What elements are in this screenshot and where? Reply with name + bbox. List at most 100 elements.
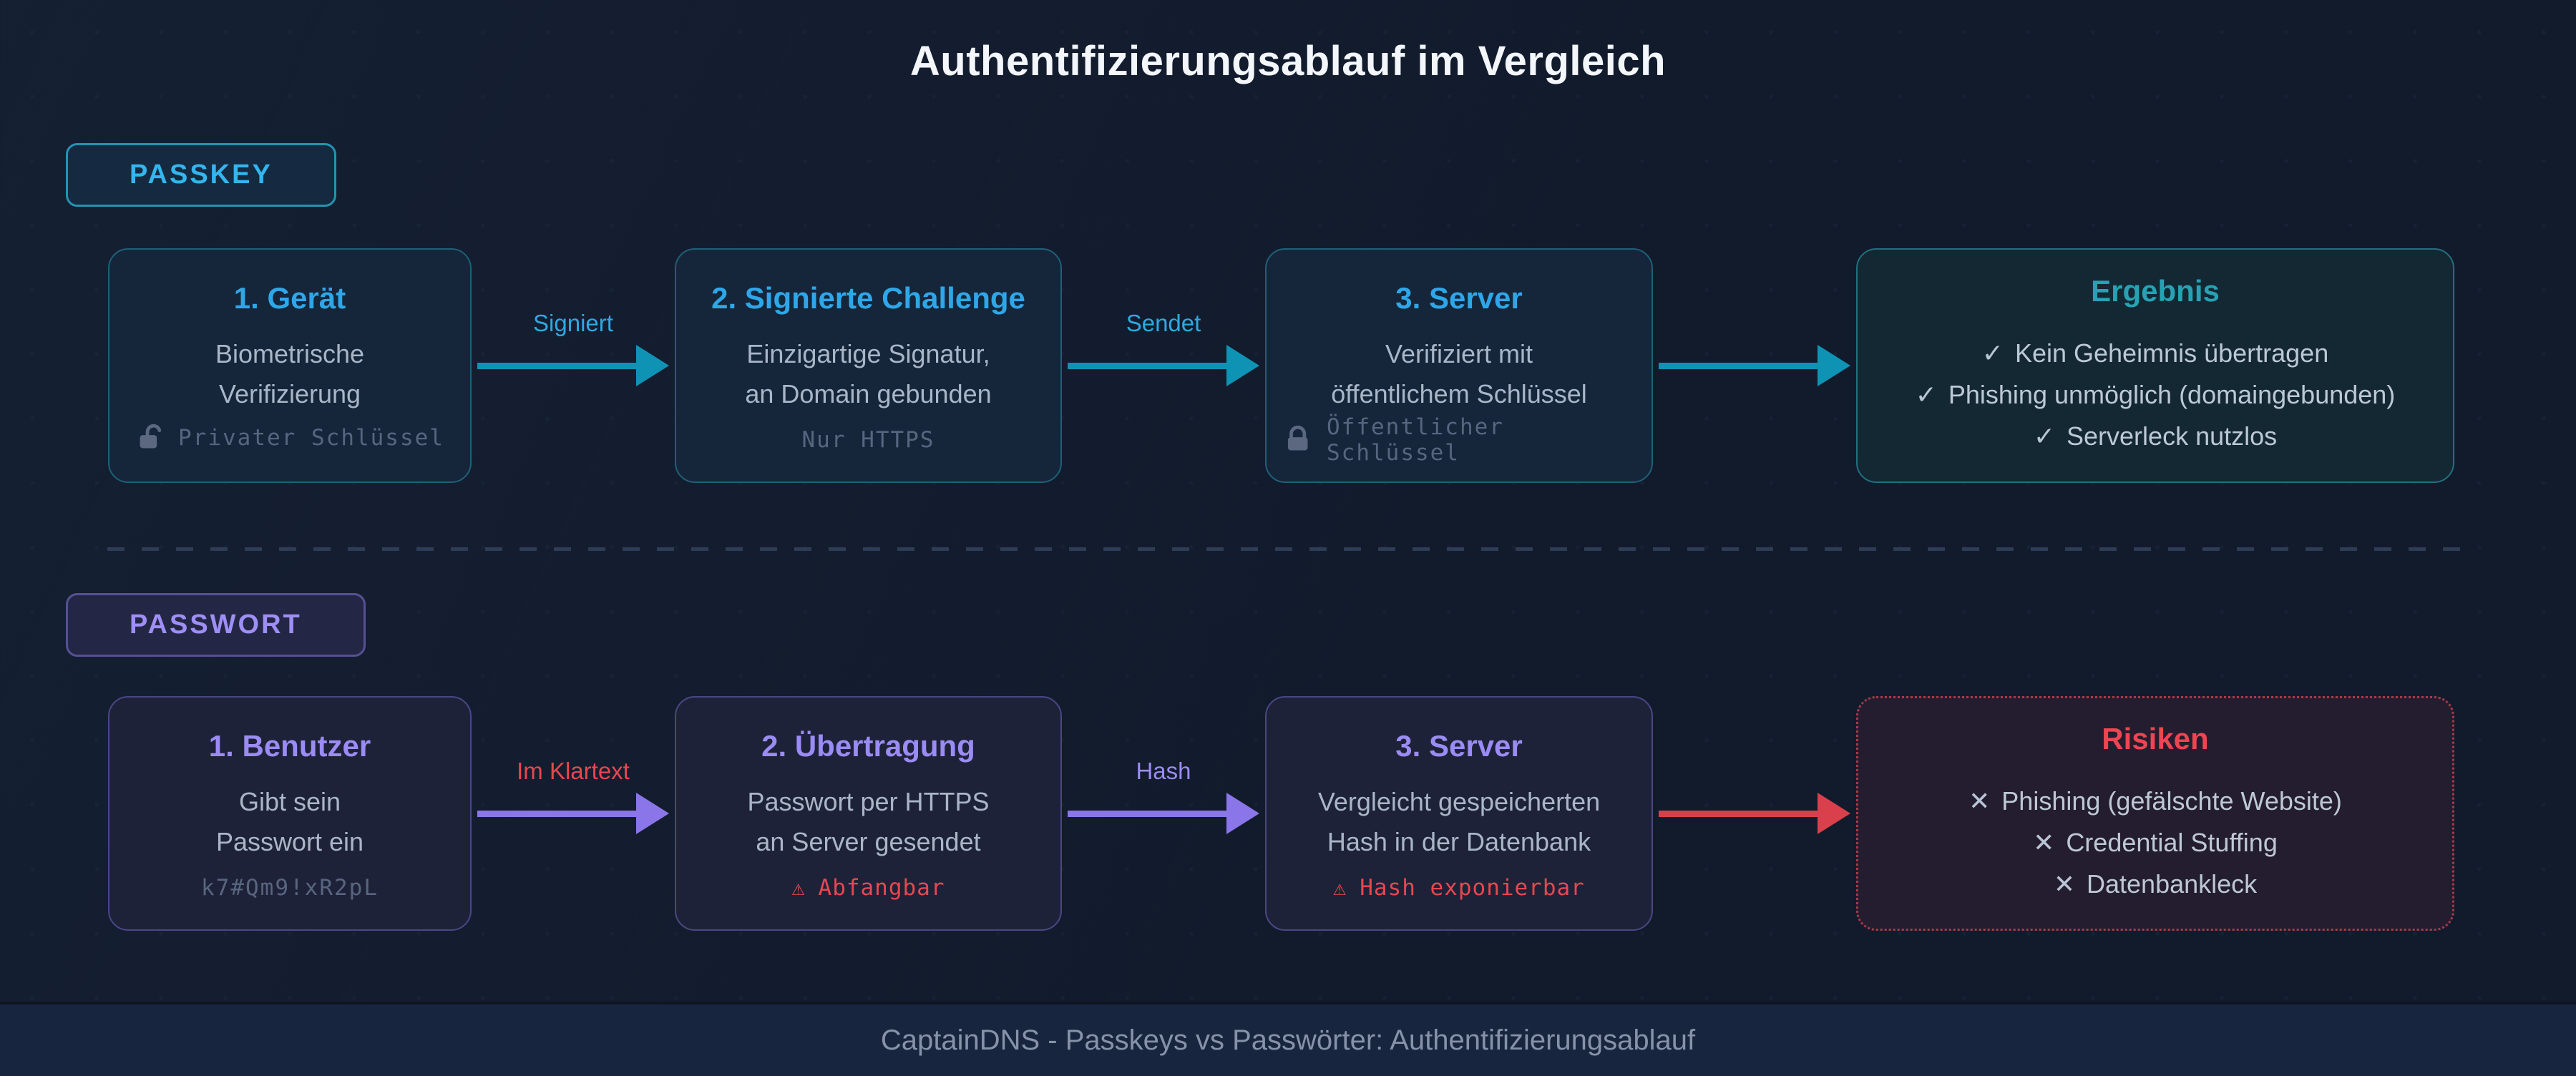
passkey-flow-row: 1. Gerät Biometrische Verifizierung Priv… (108, 248, 2454, 483)
step-note-text: Hash exponierbar (1360, 875, 1585, 901)
step-description-line: Passwort per HTTPS (747, 787, 990, 816)
step-title: 2. Signierte Challenge (711, 281, 1025, 315)
arrow-head (1226, 793, 1259, 834)
step-description-line: öffentlichem Schlüssel (1331, 378, 1587, 409)
flow-connector: Sendet (1062, 248, 1265, 483)
check-icon: ✓ (1915, 379, 1937, 409)
flow-connector: Signiert (472, 248, 675, 483)
result-item-text: Datenbankleck (2087, 869, 2258, 899)
cross-icon: ✕ (2053, 869, 2075, 899)
step-description-line: an Domain gebunden (745, 378, 992, 409)
arrow-right-icon (477, 345, 669, 386)
passkey-section-badge: PASSKEY (66, 143, 336, 207)
footer-bar: CaptainDNS - Passkeys vs Passwörter: Aut… (0, 1002, 2576, 1076)
result-title: Risiken (2102, 721, 2209, 755)
result-item-text: Phishing unmöglich (domaingebunden) (1948, 379, 2396, 409)
arrow-head (1818, 345, 1850, 386)
step-note: Öffentlicher Schlüssel (1284, 414, 1634, 466)
flow-connector: Im Klartext (472, 696, 675, 931)
step-description: Vergleicht gespeicherten Hash in der Dat… (1318, 782, 1600, 875)
step-note-text: Nur HTTPS (801, 427, 935, 453)
result-item: ✕ Phishing (gefälschte Website) (1968, 781, 2342, 822)
step-description-line: Gibt sein (238, 787, 341, 816)
arrow-line (1068, 810, 1226, 817)
footer-caption: CaptainDNS - Passkeys vs Passwörter: Aut… (880, 1024, 1696, 1056)
section-divider (107, 547, 2469, 551)
arrow-line (1659, 362, 1818, 369)
password-step-server-box: 3. Server Vergleicht gespeicherten Hash … (1265, 696, 1653, 931)
step-description-line: Passwort ein (215, 826, 364, 856)
check-icon: ✓ (1981, 338, 2004, 368)
arrow-right-icon (1068, 793, 1259, 834)
arrow-label: Im Klartext (517, 758, 630, 784)
step-description-line: Hash in der Datenbank (1327, 826, 1591, 856)
step-description-line: Verifizierung (218, 378, 361, 409)
cross-icon: ✕ (2033, 827, 2055, 857)
result-item: ✕ Credential Stuffing (2033, 822, 2278, 864)
step-title: 3. Server (1395, 281, 1523, 315)
page-title: Authentifizierungsablauf im Vergleich (909, 38, 1667, 84)
arrow-line (1068, 362, 1226, 369)
step-note-text: Abfangbar (818, 875, 945, 901)
arrow-label: Sendet (1126, 310, 1201, 336)
lock-icon (1284, 425, 1314, 455)
arrow-right-icon (1068, 345, 1259, 386)
arrow-label: Hash (1136, 758, 1191, 784)
warning-icon: ⚠ (791, 875, 806, 901)
step-description-line: Biometrische (215, 339, 365, 368)
arrow-right-icon (1659, 345, 1850, 386)
arrow-head (636, 793, 669, 834)
arrow-head (1818, 793, 1850, 834)
step-title: 1. Benutzer (208, 729, 371, 763)
arrow-line (477, 810, 636, 817)
arrow-line (1659, 810, 1818, 817)
result-item: ✓ Kein Geheimnis übertragen (1982, 333, 2328, 374)
arrow-head (636, 345, 669, 386)
result-title: Ergebnis (2091, 273, 2220, 308)
step-description: Einzigartige Signatur, an Domain gebunde… (745, 334, 991, 427)
step-description-line: Einzigartige Signatur, (746, 339, 990, 368)
risiken-box: Risiken ✕ Phishing (gefälschte Website) … (1856, 696, 2454, 931)
unlock-icon (135, 423, 165, 453)
step-note-text: Öffentlicher Schlüssel (1327, 414, 1504, 466)
result-item: ✓ Phishing unmöglich (domaingebunden) (1916, 374, 2396, 416)
password-section-badge: PASSWORT (66, 593, 366, 657)
result-item-text: Credential Stuffing (2066, 827, 2278, 857)
password-step-transfer-box: 2. Übertragung Passwort per HTTPS an Ser… (675, 696, 1062, 931)
step-note: Nur HTTPS (802, 427, 935, 453)
step-note: k7#Qm9!xR2pL (201, 875, 379, 901)
step-note: ⚠ Abfangbar (791, 875, 945, 901)
arrow-head (1226, 345, 1259, 386)
step-description: Verifiziert mit öffentlichem Schlüssel (1331, 334, 1587, 414)
step-title: 1. Gerät (233, 281, 346, 315)
ergebnis-box: Ergebnis ✓ Kein Geheimnis übertragen ✓ P… (1856, 248, 2454, 483)
passkey-step-server-box: 3. Server Verifiziert mit öffentlichem S… (1265, 248, 1653, 483)
step-title: 2. Übertragung (761, 729, 975, 763)
passkey-step-challenge-box: 2. Signierte Challenge Einzigartige Sign… (675, 248, 1062, 483)
check-icon: ✓ (2033, 421, 2056, 451)
step-description-line: Verifiziert mit (1385, 339, 1533, 368)
step-note: Privater Schlüssel (135, 423, 444, 453)
step-description: Passwort per HTTPS an Server gesendet (747, 782, 989, 875)
warning-icon: ⚠ (1333, 875, 1347, 901)
arrow-label: Signiert (533, 310, 613, 336)
flow-connector: Hash (1062, 696, 1265, 931)
arrow-line (477, 362, 636, 369)
step-description: Biometrische Verifizierung (215, 334, 364, 423)
result-item: ✓ Serverleck nutzlos (2034, 416, 2277, 457)
result-item-text: Kein Geheimnis übertragen (2014, 338, 2329, 368)
step-description-line: an Server gesendet (756, 826, 981, 856)
step-description-line: Vergleicht gespeicherten (1317, 787, 1601, 816)
flow-connector (1653, 696, 1856, 931)
arrow-right-icon (477, 793, 669, 834)
step-note-text: k7#Qm9!xR2pL (201, 875, 379, 901)
result-item-text: Phishing (gefälschte Website) (2001, 786, 2342, 816)
cross-icon: ✕ (1968, 786, 1991, 816)
step-title: 3. Server (1395, 729, 1523, 763)
passkey-step-device-box: 1. Gerät Biometrische Verifizierung Priv… (108, 248, 472, 483)
password-step-user-box: 1. Benutzer Gibt sein Passwort ein k7#Qm… (108, 696, 472, 931)
password-flow-row: 1. Benutzer Gibt sein Passwort ein k7#Qm… (108, 696, 2454, 931)
flow-connector (1653, 248, 1856, 483)
step-note: ⚠ Hash exponierbar (1333, 875, 1585, 901)
